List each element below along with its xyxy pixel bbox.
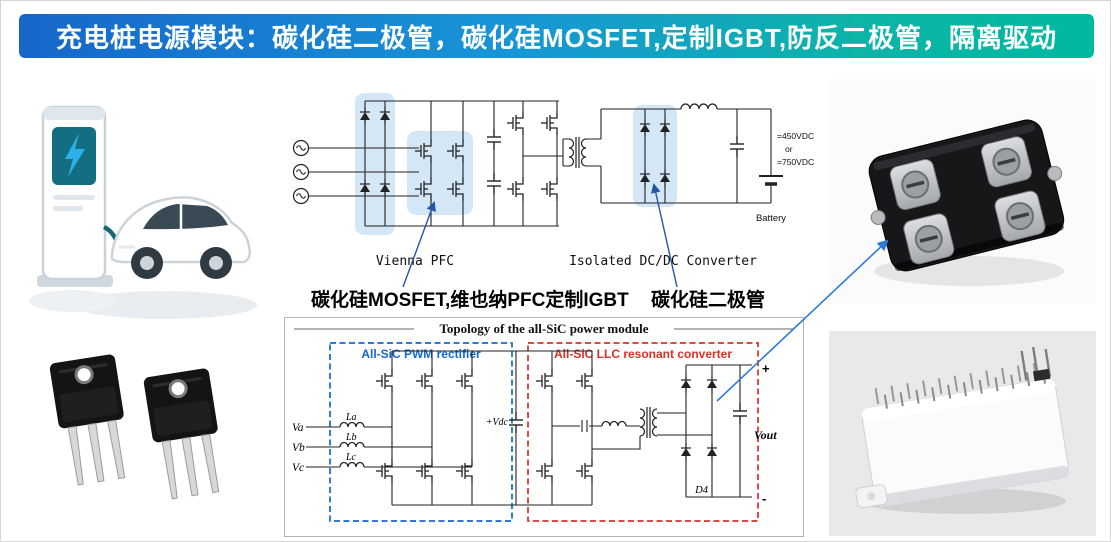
vout-label: Vout [754, 428, 777, 442]
mounting-hole [870, 209, 886, 225]
vb-label: Vb [292, 442, 305, 454]
transistor-2-icon [141, 366, 230, 502]
vc-label: Vc [292, 462, 304, 474]
dcdc-converter-label: Isolated DC/DC Converter [569, 254, 757, 269]
topology-svg: Topology of the all-SiC power module All… [284, 317, 804, 537]
power-module-body [868, 119, 1065, 272]
ev-charging-image [15, 77, 261, 333]
caption-mosfet-igbt: 碳化硅MOSFET,维也纳PFC定制IGBT [311, 290, 629, 311]
minus-terminal-label: - [762, 491, 766, 506]
battery-label: Battery [756, 213, 786, 224]
pfc-dcdc-schematic: =450VDC or =750VDC Battery Vienna PFC Is… [269, 81, 817, 277]
pin-row-front [883, 369, 1047, 409]
transistor-1-icon [47, 352, 136, 488]
screw-terminals [889, 136, 1046, 265]
diode-module-image [829, 79, 1096, 304]
to247-transistors [47, 352, 230, 502]
voltage-label-450: =450VDC [777, 131, 814, 141]
ev-charging-illustration [29, 105, 257, 319]
voltage-label-or: or [785, 144, 793, 154]
title-banner: 充电桩电源模块：碳化硅二极管，碳化硅MOSFET,定制IGBT,防反二极管，隔离… [19, 14, 1094, 58]
ac-source-icon [292, 163, 310, 181]
lb-label: Lb [345, 432, 357, 443]
d4-label: D4 [694, 485, 709, 496]
la-label: La [345, 412, 357, 423]
igbt-module-body [855, 346, 1070, 509]
car-windows [143, 204, 228, 230]
banner-title: 充电桩电源模块：碳化硅二极管，碳化硅MOSFET,定制IGBT,防反二极管，隔离… [55, 22, 1058, 53]
connector-block [1032, 368, 1051, 382]
ground-shadow [73, 291, 257, 319]
vdc-label: +Vdc [486, 417, 509, 428]
pwm-rectifier-box [329, 342, 513, 522]
mounting-tab-hole [867, 492, 876, 501]
sic-transistors-image [15, 346, 261, 536]
va-label: Va [292, 422, 304, 434]
igbt-module-image [829, 331, 1096, 536]
llc-converter-box [527, 342, 759, 522]
pwm-rectifier-label: All-SiC PWM rectifier [361, 347, 481, 361]
vienna-pfc-label: Vienna PFC [376, 254, 454, 269]
llc-converter-label: All-SiC LLC resonant converter [554, 347, 732, 361]
caption-sic-diode: 碳化硅二极管 [651, 290, 766, 311]
ac-source-icon [292, 139, 310, 157]
igbt-module-drawing [829, 331, 1096, 536]
topology-figure: Topology of the all-SiC power module All… [284, 317, 804, 537]
pfc-dcdc-schematic-svg: =450VDC or =750VDC Battery Vienna PFC Is… [292, 93, 814, 269]
lc-label: Lc [345, 452, 357, 463]
voltage-label-750: =750VDC [777, 157, 814, 167]
highlight-output-diodes [633, 105, 677, 207]
mounting-hole [1047, 165, 1063, 181]
ac-source-icon [292, 187, 310, 205]
topology-title: Topology of the all-SiC power module [439, 321, 648, 336]
diode-module-drawing [829, 79, 1096, 304]
plus-terminal-label: + [762, 361, 770, 376]
highlight-input-diodes [355, 93, 395, 235]
schematic-wires [309, 100, 772, 227]
output-inductor-icon [680, 103, 718, 110]
lightning-bolt-icon [65, 133, 85, 177]
electric-car-icon [110, 196, 252, 279]
transformer-icon [568, 136, 587, 169]
topology-wires [306, 350, 752, 506]
ground-shadow-2 [29, 290, 117, 312]
